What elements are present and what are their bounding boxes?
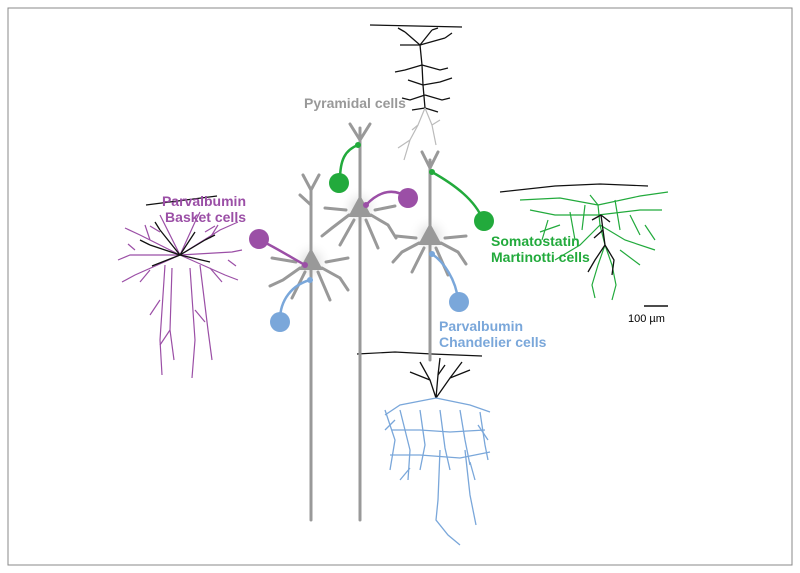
chandelier-terminal-1 <box>270 312 290 332</box>
pyramidal-cell-right <box>391 150 468 362</box>
scale-bar-label: 100 µm <box>628 313 665 325</box>
label-basket-line1: Parvalbumin <box>162 193 246 209</box>
label-basket-line2: Basket cells <box>165 209 246 225</box>
pyramidal-schematic-cells <box>268 122 468 522</box>
chandelier-synapses <box>270 251 469 332</box>
label-chandelier-line1: Parvalbumin <box>439 318 523 334</box>
basket-morphology <box>117 195 243 379</box>
label-pyramidal-cells: Pyramidal cells <box>304 95 406 111</box>
figure-frame <box>7 7 793 566</box>
pyramidal-cell-middle <box>320 122 398 522</box>
martinotti-terminal-2 <box>474 211 494 231</box>
label-martinotti-line2: Martinotti cells <box>491 249 590 265</box>
pia-line-left <box>145 195 218 206</box>
label-martinotti-line1: Somatostatin <box>491 233 580 249</box>
pia-line-top <box>369 24 463 28</box>
martinotti-terminal-1 <box>329 173 349 193</box>
scale-bar: 100 µm <box>628 305 668 325</box>
basket-terminal-2 <box>398 188 418 208</box>
basket-synapses <box>249 188 418 268</box>
chandelier-terminal-2 <box>449 292 469 312</box>
pia-line-right <box>499 183 649 193</box>
label-chandelier-line2: Chandelier cells <box>439 334 547 350</box>
pia-line-bottom <box>356 351 483 357</box>
chandelier-morphology <box>356 351 491 546</box>
martinotti-morphology <box>499 183 669 301</box>
basket-terminal-1 <box>249 229 269 249</box>
pyramidal-cell-left <box>268 173 350 522</box>
pyramidal-morphology <box>369 24 463 161</box>
martinotti-synapses <box>329 142 494 231</box>
pyramidal-soma-right <box>418 223 442 245</box>
pyramidal-soma-middle <box>348 195 372 217</box>
